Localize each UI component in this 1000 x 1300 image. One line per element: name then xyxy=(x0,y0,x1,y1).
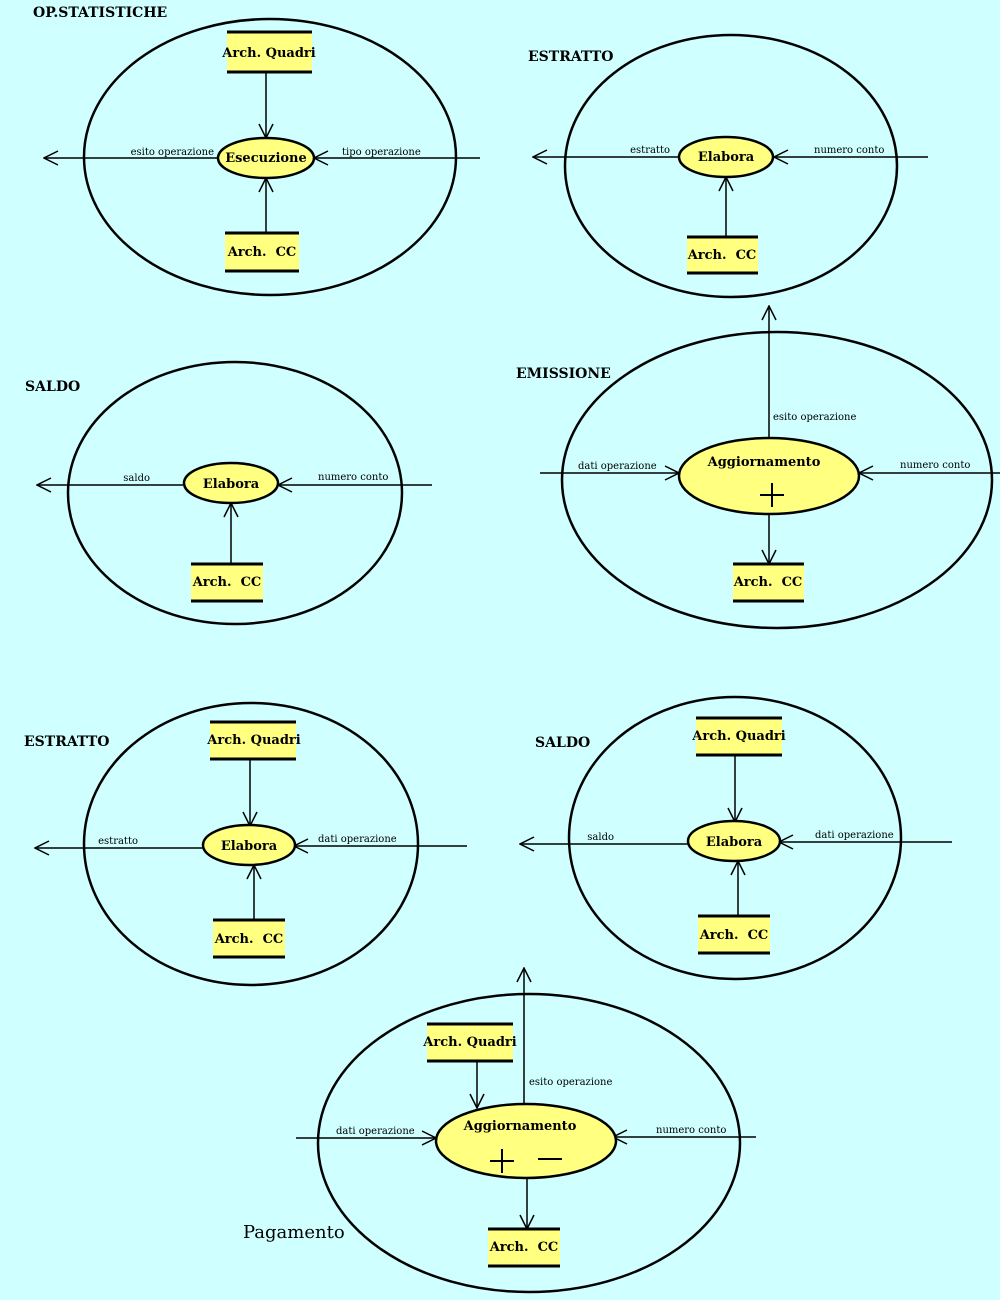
flow-label-in: numero conto xyxy=(814,145,884,156)
data-store-arch-quadri: Arch. Quadri xyxy=(422,1022,517,1063)
process-bubble xyxy=(216,136,316,180)
data-store-label: Arch. CC xyxy=(227,245,297,260)
context-boundary xyxy=(82,701,420,987)
context-boundary xyxy=(560,330,994,630)
flow-label-in: numero conto xyxy=(318,472,388,483)
data-store-label: Arch. Quadri xyxy=(221,46,315,61)
context-boundary xyxy=(567,695,903,981)
flow-label-out: esito operazione xyxy=(131,147,214,158)
process-bubble xyxy=(686,819,782,863)
plus-symbol xyxy=(490,1149,514,1173)
data-store-label: Arch. CC xyxy=(733,575,803,590)
process-label: Elabora xyxy=(706,835,763,850)
flow-label-out: saldo xyxy=(587,832,614,843)
data-store-arch-quadri: Arch. Quadri xyxy=(221,30,316,74)
data-store-arch-cc: Arch. CC xyxy=(225,231,299,273)
data-store-arch-cc: Arch. CC xyxy=(191,562,263,603)
flow-label-out: estratto xyxy=(630,145,670,156)
diagram-saldo-2: SALDO saldo dati operazione Elabora Arch… xyxy=(520,695,952,981)
diagram-title: SALDO xyxy=(25,379,80,395)
diagram-estratto-2: ESTRATTO estratto dati operazione Elabor… xyxy=(24,701,467,987)
process-bubble xyxy=(677,135,775,179)
flow-label-in-right: numero conto xyxy=(900,460,970,471)
flow-label-in: tipo operazione xyxy=(342,147,421,158)
flow-label-out-up: esito operazione xyxy=(529,1077,612,1088)
process-bubble xyxy=(201,823,297,867)
data-store-arch-cc: Arch. CC xyxy=(687,235,758,275)
data-store-arch-quadri: Arch. Quadri xyxy=(206,720,301,761)
process-label: Elabora xyxy=(698,150,755,165)
process-label: Elabora xyxy=(203,477,260,492)
context-boundary xyxy=(82,17,458,297)
process-bubble xyxy=(434,1102,618,1180)
diagram-saldo-1: SALDO saldo numero conto Elabora Arch. C… xyxy=(25,360,432,626)
context-boundary xyxy=(563,33,899,299)
flow-label-out: saldo xyxy=(123,473,150,484)
diagram-title: Pagamento xyxy=(243,1222,345,1243)
data-store-label: Arch. CC xyxy=(687,248,757,263)
process-label: Aggiornamento xyxy=(463,1119,577,1134)
data-store-arch-cc: Arch. CC xyxy=(733,562,804,603)
flow-label-in-left: dati operazione xyxy=(336,1126,415,1137)
data-store-label: Arch. Quadri xyxy=(422,1035,516,1050)
flow-label-in-left: dati operazione xyxy=(578,461,657,472)
process-label: Elabora xyxy=(221,839,278,854)
data-store-label: Arch. Quadri xyxy=(691,729,785,744)
data-store-arch-cc: Arch. CC xyxy=(488,1227,560,1268)
flow-label-in: dati operazione xyxy=(815,830,894,841)
diagram-title: OP.STATISTICHE xyxy=(33,5,167,21)
diagram-op-statistiche: OP.STATISTICHE esito operazione tipo ope… xyxy=(33,5,480,297)
process-label: Esecuzione xyxy=(225,151,307,166)
process-bubble xyxy=(182,461,280,505)
data-store-label: Arch. CC xyxy=(489,1240,559,1255)
data-store-arch-quadri: Arch. Quadri xyxy=(691,716,786,757)
flow-label-out: estratto xyxy=(98,836,138,847)
context-boundary xyxy=(66,360,404,626)
data-store-label: Arch. Quadri xyxy=(206,733,300,748)
diagram-pagamento: Pagamento dati operazione numero conto e… xyxy=(243,968,756,1294)
flow-label-in-right: numero conto xyxy=(656,1125,726,1136)
diagram-title: ESTRATTO xyxy=(24,734,109,750)
flow-label-out-up: esito operazione xyxy=(773,412,856,423)
data-store-label: Arch. CC xyxy=(192,575,262,590)
diagram-title: SALDO xyxy=(535,735,590,751)
process-bubble xyxy=(677,436,861,516)
diagram-emissione: EMISSIONE dati operazione numero conto e… xyxy=(516,306,1000,630)
flow-label-in: dati operazione xyxy=(318,834,397,845)
diagram-title: ESTRATTO xyxy=(528,49,613,65)
context-boundary xyxy=(316,992,742,1294)
diagram-title: EMISSIONE xyxy=(516,366,611,382)
data-store-label: Arch. CC xyxy=(699,928,769,943)
plus-symbol xyxy=(760,483,784,507)
process-label: Aggiornamento xyxy=(707,455,821,470)
data-store-arch-cc: Arch. CC xyxy=(213,918,285,959)
data-store-label: Arch. CC xyxy=(214,932,284,947)
diagram-estratto-1: ESTRATTO estratto numero conto Elabora A… xyxy=(528,33,928,299)
data-store-arch-cc: Arch. CC xyxy=(698,914,770,955)
